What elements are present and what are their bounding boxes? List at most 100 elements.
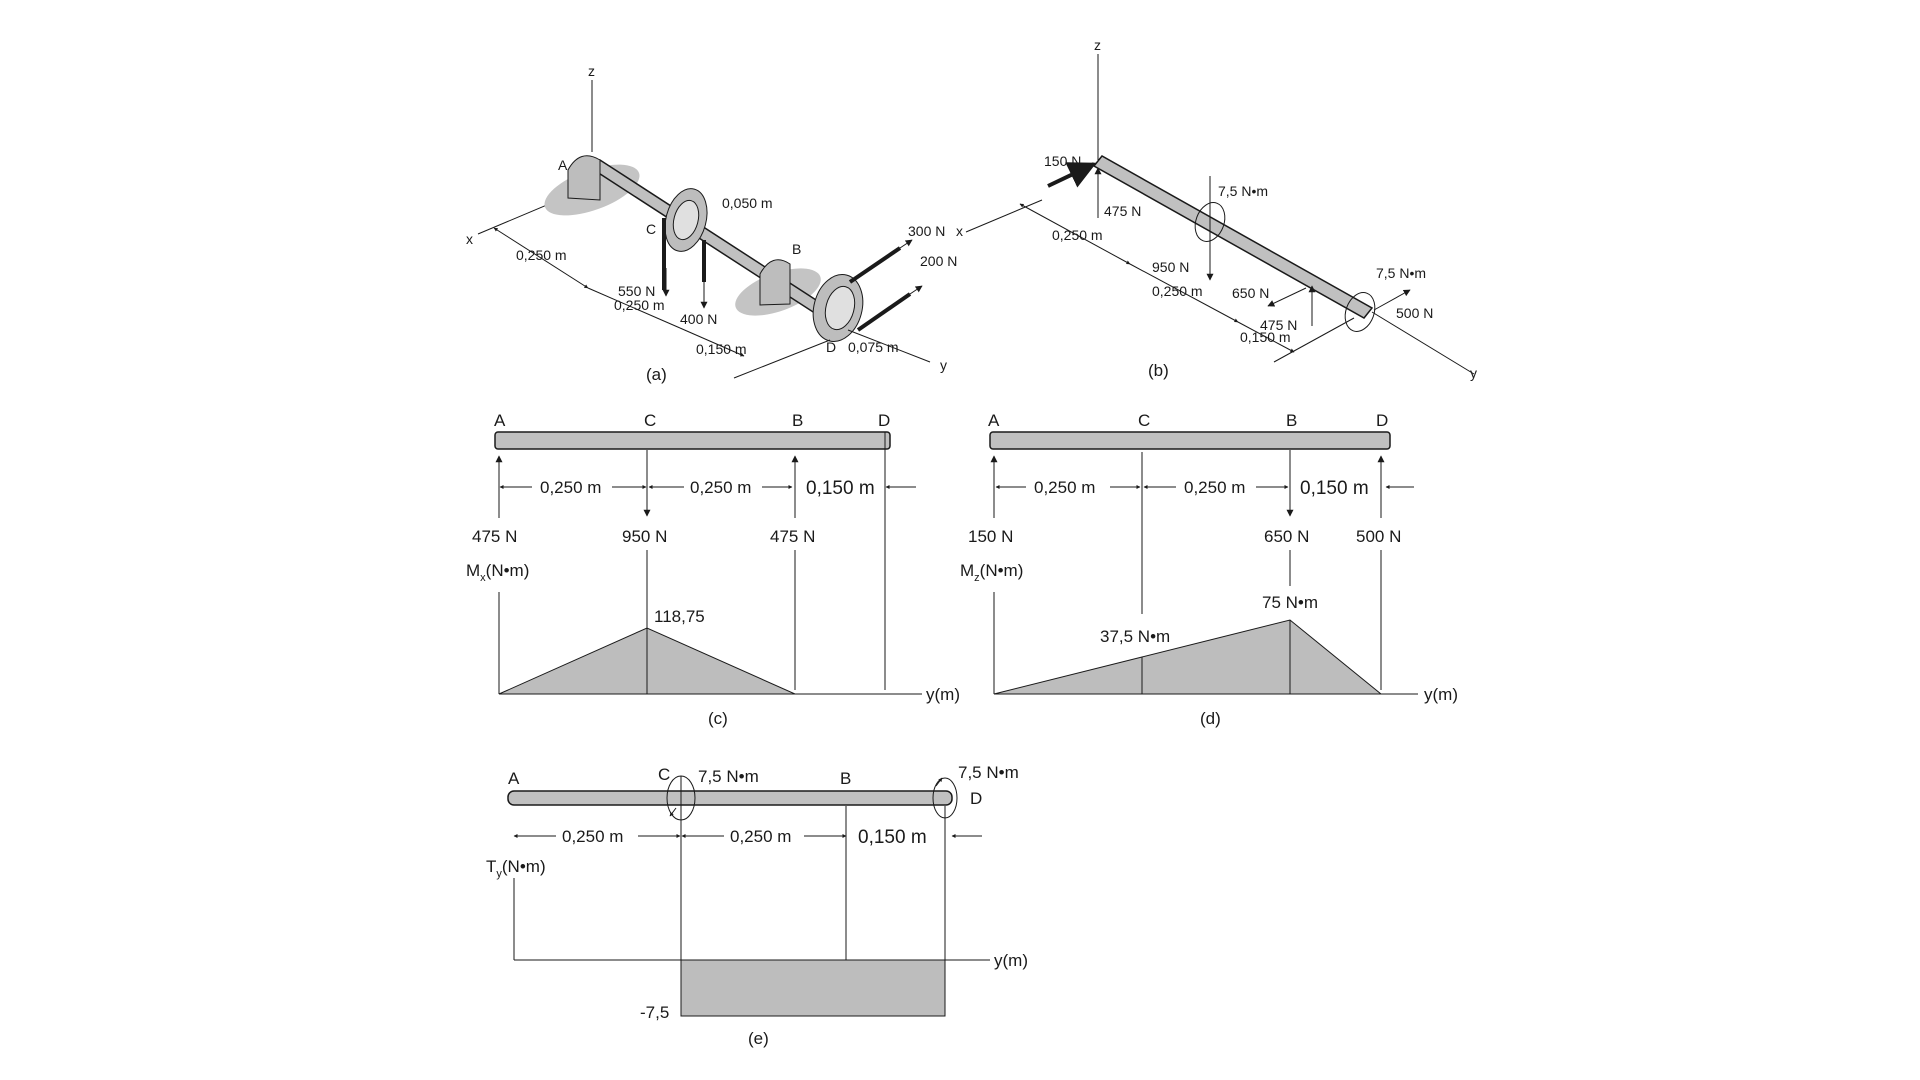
panel-c: A C B D 475 N 950 N 475 N 0,250 m 0,250 …	[466, 411, 960, 728]
y-axis-label: y(m)	[1424, 685, 1458, 704]
radius-c-label: 0,050 m	[722, 195, 773, 211]
force-a-x-label: 150 N	[1044, 153, 1081, 169]
x-axis-line	[965, 199, 1043, 233]
dim-2-label: 0,250 m	[1152, 283, 1203, 299]
peak-label: 118,75	[654, 607, 705, 626]
y-axis-label: y(m)	[926, 685, 960, 704]
point-d-label: D	[826, 339, 836, 355]
caption-a: (a)	[646, 365, 667, 384]
shaft	[1092, 155, 1374, 319]
radius-d-label: 0,075 m	[848, 339, 899, 355]
force-a-z-label: 475 N	[1104, 203, 1141, 219]
load-c-label: 950 N	[622, 527, 667, 546]
point-c-label: C	[1138, 411, 1150, 430]
y-axis-label: y	[1470, 365, 1477, 381]
torque-c-label: 7,5 N•m	[698, 767, 759, 786]
dim-1-line	[493, 227, 589, 289]
dim-3-line	[1237, 321, 1295, 353]
dim-2-label: 0,250 m	[690, 478, 751, 497]
point-d-label: D	[1376, 411, 1388, 430]
force-d-label: 500 N	[1396, 305, 1433, 321]
force-550-label: 550 N	[618, 283, 655, 299]
moment-area	[993, 619, 1383, 695]
beam	[989, 431, 1391, 450]
force-b-x-label: 650 N	[1232, 285, 1269, 301]
load-b-label: 475 N	[770, 527, 815, 546]
dim-2-label: 0,250 m	[614, 297, 665, 313]
bearing-b	[759, 259, 791, 306]
torque-c-circle	[1194, 202, 1226, 242]
z-axis-label: z	[1094, 37, 1101, 53]
dim-3-label: 0,150 m	[1240, 329, 1291, 345]
panel-e: A C B D 7,5 N•m 7,5 N•m 0,250 m 0,250 m …	[486, 763, 1028, 1048]
dim-1-label: 0,250 m	[1034, 478, 1095, 497]
dim-1-label: 0,250 m	[562, 827, 623, 846]
panel-a: z x y A C B D	[466, 63, 957, 384]
force-400-label: 400 N	[680, 311, 717, 327]
force-300-arrow	[893, 239, 913, 253]
point-a-label: A	[494, 411, 506, 430]
x-axis-label: x	[956, 223, 963, 239]
torque-d-label: 7,5 N•m	[1376, 265, 1426, 281]
pulley-c-hub	[672, 199, 700, 241]
force-d-arrow	[1373, 289, 1411, 311]
panel-d: A C B D 150 N 650 N 500 N 0,250 m 0,250 …	[960, 411, 1458, 728]
force-300-label: 300 N	[908, 223, 945, 239]
y-axis-line	[1371, 311, 1475, 375]
point-b-label: B	[792, 411, 803, 430]
torque-axis-label: Ty(N•m)	[486, 857, 546, 880]
point-a-label: A	[558, 157, 568, 173]
dim-ext-d	[733, 339, 831, 379]
dim-3-label: 0,150 m	[1300, 478, 1369, 499]
point-a-label: A	[988, 411, 1000, 430]
shaft	[507, 790, 953, 806]
force-200-label: 200 N	[920, 253, 957, 269]
point-c-label: C	[646, 221, 656, 237]
point-a-label: A	[508, 769, 520, 788]
torque-area	[680, 959, 946, 1017]
dim-3-label: 0,150 m	[858, 827, 927, 848]
y-axis-label: y(m)	[994, 951, 1028, 970]
dim-3-label: 0,150 m	[806, 478, 875, 499]
torque-c-label: 7,5 N•m	[1218, 183, 1268, 199]
beam	[494, 431, 891, 450]
value-label: -7,5	[640, 1003, 669, 1022]
torque-c-arrow	[669, 807, 677, 817]
panel-b: z x y 150 N 475 N 7,5 N•m 950 N 650 N 47…	[956, 37, 1477, 381]
point-c-label: C	[658, 765, 670, 784]
belt-d-upper	[848, 246, 902, 284]
pulley-d-hub	[824, 285, 856, 331]
force-c-label: 950 N	[1152, 259, 1189, 275]
point-d-label: D	[970, 789, 982, 808]
force-b-z-label: 475 N	[1260, 317, 1297, 333]
dim-1-label: 0,250 m	[540, 478, 601, 497]
torque-d-label: 7,5 N•m	[958, 763, 1019, 782]
bearing-a	[567, 155, 601, 201]
dim-2-line	[1129, 263, 1239, 323]
caption-e: (e)	[748, 1029, 769, 1048]
y-axis-label: y	[940, 357, 947, 373]
load-a-label: 475 N	[472, 527, 517, 546]
moment-axis-label: Mx(N•m)	[466, 561, 529, 584]
dim-2-label: 0,250 m	[1184, 478, 1245, 497]
force-a-x-arrow	[1047, 162, 1097, 188]
moment-axis-label: Mz(N•m)	[960, 561, 1023, 584]
moment-b-label: 75 N•m	[1262, 593, 1318, 612]
dim-1-label: 0,250 m	[516, 247, 567, 263]
dim-3-line	[679, 327, 745, 357]
caption-b: (b)	[1148, 361, 1169, 380]
point-b-label: B	[792, 241, 801, 257]
point-b-label: B	[840, 769, 851, 788]
dim-3-label: 0,150 m	[696, 341, 747, 357]
moment-c-label: 37,5 N•m	[1100, 627, 1170, 646]
load-b-label: 650 N	[1264, 527, 1309, 546]
torque-d-arrow	[935, 777, 943, 787]
y-axis-line	[847, 329, 931, 363]
load-a-label: 150 N	[968, 527, 1013, 546]
z-axis-label: z	[588, 63, 595, 79]
load-d-label: 500 N	[1356, 527, 1401, 546]
caption-d: (d)	[1200, 709, 1221, 728]
dim-1-line	[1019, 203, 1131, 265]
point-b-label: B	[1286, 411, 1297, 430]
dim-1-label: 0,250 m	[1052, 227, 1103, 243]
